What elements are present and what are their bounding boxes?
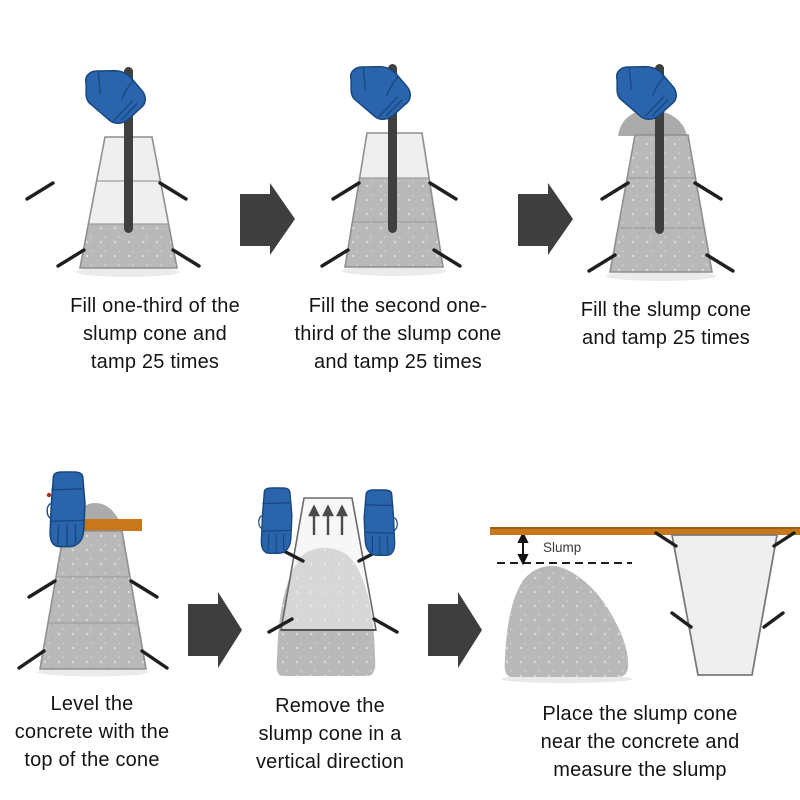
step1-illustration — [25, 64, 201, 277]
flow-arrow-3-icon — [188, 592, 242, 668]
caption-line: Level the — [50, 693, 134, 715]
caption-line: concrete with the — [14, 721, 170, 743]
strikeoff-bar-icon — [490, 527, 800, 535]
cone-shadow — [76, 267, 180, 277]
slump-label: Slump — [543, 540, 581, 555]
step6-caption: Place the slump cone near the concrete a… — [505, 700, 775, 784]
caption-line: measure the slump — [553, 759, 727, 781]
step4-illustration — [17, 471, 169, 677]
caption-line: tamp 25 times — [90, 351, 220, 373]
gloved-hand-left-icon — [258, 487, 293, 555]
slump-measure-arrow-icon — [517, 531, 529, 566]
glove-detail — [46, 492, 52, 498]
cone-shadow — [342, 266, 446, 276]
step1-caption: Fill one-third of the slump cone and tam… — [35, 292, 275, 376]
step6-illustration: Slump — [490, 527, 800, 683]
gloved-hand-icon — [78, 64, 151, 129]
cone-handles — [17, 579, 169, 670]
step2-caption: Fill the second one- third of the slump … — [268, 292, 528, 376]
step2-illustration — [320, 60, 462, 276]
caption-line: and tamp 25 times — [582, 327, 750, 349]
lift-arrows-icon — [308, 504, 348, 535]
caption-line: top of the cone — [24, 749, 160, 771]
step4-caption: Level the concrete with the top of the c… — [0, 690, 184, 774]
cone-handles — [587, 181, 735, 273]
step5-illustration — [258, 487, 399, 676]
flow-arrow-4-icon — [428, 592, 482, 668]
concrete-mound-top — [618, 109, 687, 136]
caption-line: slump cone and — [82, 323, 227, 345]
gloved-hand-right-icon — [363, 489, 398, 557]
step3-caption: Fill the slump cone and tamp 25 times — [546, 296, 786, 352]
inverted-slump-cone — [670, 534, 779, 676]
caption-line: Place the slump cone — [542, 703, 738, 725]
gloved-hand-icon — [46, 471, 86, 548]
gloved-hand-icon — [343, 60, 416, 125]
slump-cone — [609, 134, 713, 273]
step3-illustration — [587, 60, 735, 281]
strikeoff-bar-icon — [84, 519, 142, 531]
slump-cone — [39, 530, 147, 670]
gloved-hand-icon — [609, 60, 682, 125]
caption-line: slump cone in a — [258, 723, 402, 745]
caption-line: third of the slump cone — [294, 323, 502, 345]
caption-line: Remove the — [275, 695, 385, 717]
cone-shadow — [606, 271, 716, 281]
cone-handles — [25, 181, 201, 268]
caption-line: Fill one-third of the — [70, 295, 240, 317]
caption-line: and tamp 25 times — [314, 351, 482, 373]
caption-line: near the concrete and — [540, 731, 740, 753]
cone-handles — [654, 531, 796, 629]
caption-line: Fill the slump cone — [580, 299, 752, 321]
cone-handles — [320, 181, 462, 268]
caption-line: vertical direction — [255, 751, 405, 773]
step5-caption: Remove the slump cone in a vertical dire… — [220, 692, 440, 776]
flow-arrow-1-icon — [240, 183, 295, 255]
caption-line: Fill the second one- — [308, 295, 488, 317]
flow-arrow-2-icon — [518, 183, 573, 255]
